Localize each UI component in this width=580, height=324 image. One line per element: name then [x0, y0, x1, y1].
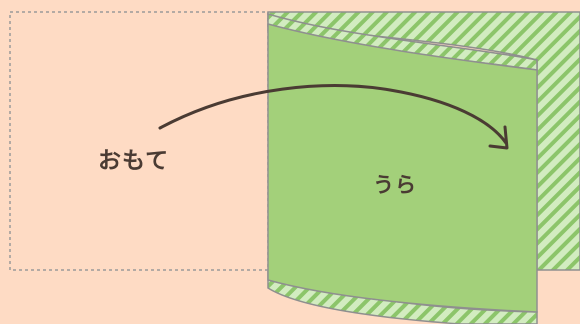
front-label: おもて — [98, 148, 170, 174]
curved-arrow-icon — [158, 84, 508, 145]
back-label: うら — [373, 173, 417, 197]
arrow-head — [488, 125, 509, 150]
back-face — [267, 23, 538, 313]
